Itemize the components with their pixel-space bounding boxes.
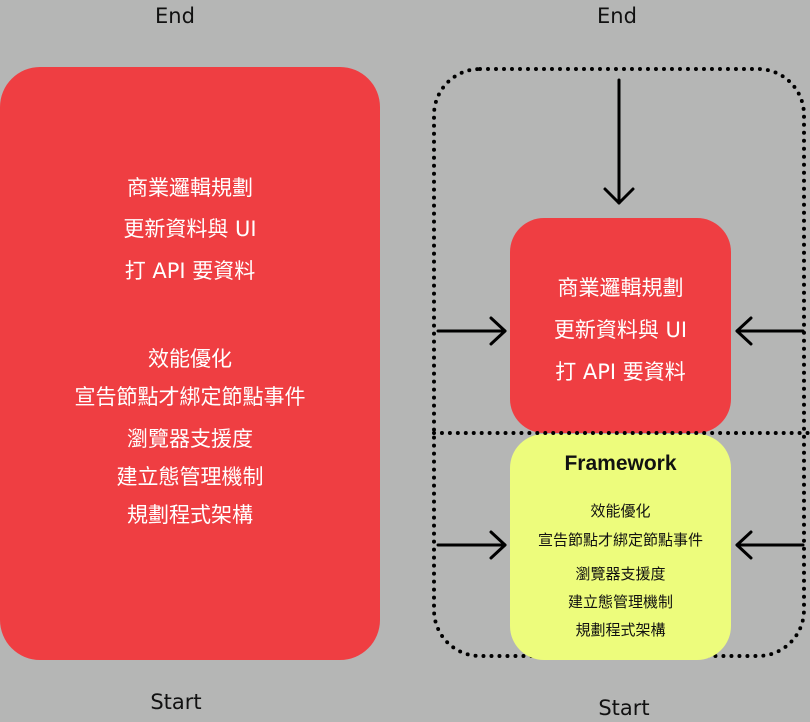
left-arrow-icon xyxy=(735,530,805,560)
monolith-card: 商業邏輯規劃 更新資料與 UI 打 API 要資料 效能優化 宣告節點才綁定節點… xyxy=(0,67,380,660)
card-text-line: 宣告節點才綁定節點事件 xyxy=(537,531,703,549)
card-text-line: 更新資料與 UI xyxy=(553,318,688,342)
left-start-label: Start xyxy=(150,690,202,714)
down-arrow-icon xyxy=(603,78,635,205)
business-logic-card: 商業邏輯規劃 更新資料與 UI 打 API 要資料 xyxy=(510,218,731,433)
card-text-line: 效能優化 xyxy=(148,347,232,371)
card-text-line: 建立態管理機制 xyxy=(116,465,264,489)
card-text-line: 效能優化 xyxy=(590,502,651,520)
framework-card: Framework 效能優化 宣告節點才綁定節點事件 瀏覽器支援度 建立態管理機… xyxy=(510,434,731,660)
card-text-line: 更新資料與 UI xyxy=(123,217,257,241)
card-text-line: 規劃程式架構 xyxy=(575,621,666,639)
card-text-line: 商業邏輯規劃 xyxy=(127,176,253,200)
right-arrow-icon xyxy=(436,530,507,560)
right-arrow-icon xyxy=(436,316,507,346)
right-start-label: Start xyxy=(598,696,650,720)
card-text-line: 瀏覽器支援度 xyxy=(575,565,666,583)
card-text-line: 建立態管理機制 xyxy=(567,593,673,611)
layer-divider xyxy=(432,431,810,435)
card-text-line: 打 API 要資料 xyxy=(124,259,256,283)
card-text-line: 瀏覽器支援度 xyxy=(127,427,253,451)
left-end-label: End xyxy=(155,4,195,28)
card-text-line: 打 API 要資料 xyxy=(555,360,686,384)
left-arrow-icon xyxy=(735,316,805,346)
card-text-line: 商業邏輯規劃 xyxy=(557,276,684,300)
framework-title: Framework xyxy=(564,452,677,475)
card-text-line: 規劃程式架構 xyxy=(127,503,253,527)
right-end-label: End xyxy=(597,4,637,28)
card-text-line: 宣告節點才綁定節點事件 xyxy=(74,385,306,409)
